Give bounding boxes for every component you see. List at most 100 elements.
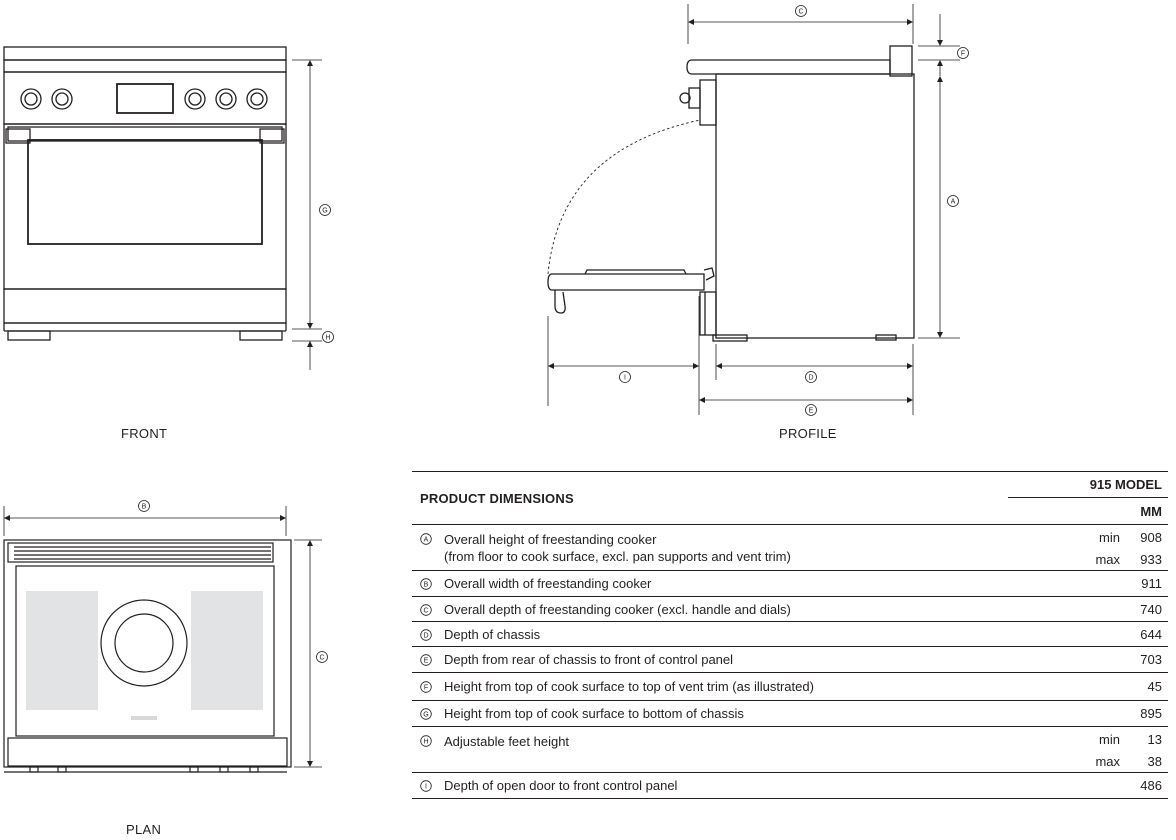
min-label: min — [1099, 732, 1120, 747]
max-value: 933 — [1140, 552, 1162, 567]
profile-view-drawing: C F A I D E — [547, 4, 969, 416]
table-row: C Overall depth of freestanding cooker (e… — [412, 597, 1168, 622]
marker-g-front: G — [319, 204, 331, 216]
marker-circle: E — [420, 654, 432, 666]
svg-text:H: H — [325, 335, 330, 342]
svg-text:A: A — [951, 199, 956, 206]
marker-circle: H — [420, 735, 432, 747]
row-description: Overall width of freestanding cooker — [444, 571, 1002, 596]
marker-letter: D — [423, 632, 428, 639]
marker-h-front: H — [322, 331, 334, 343]
row-description: Overall depth of freestanding cooker (ex… — [444, 597, 1002, 621]
marker-c-plan: C — [316, 651, 328, 663]
table-header: PRODUCT DIMENSIONS 915 MODEL MM — [412, 472, 1168, 525]
row-marker: A — [412, 528, 444, 570]
marker-letter: I — [425, 784, 427, 791]
description-text: Depth from rear of chassis to front of c… — [444, 652, 734, 667]
svg-text:I: I — [624, 375, 626, 382]
row-values: min 13 max 38 — [1002, 730, 1168, 772]
marker-letter: F — [424, 685, 428, 692]
table-body: A Overall height of freestanding cooker (f… — [412, 525, 1168, 799]
min-value-line: min 908 — [1084, 527, 1162, 549]
product-dimensions-table: PRODUCT DIMENSIONS 915 MODEL MM A Overall… — [412, 471, 1168, 799]
row-values: 895 — [1002, 701, 1168, 726]
marker-d-profile: D — [805, 371, 817, 383]
min-value-line: min 13 — [1084, 729, 1162, 751]
min-value: 13 — [1147, 732, 1162, 747]
description-text: Overall depth of freestanding cooker (ex… — [444, 601, 791, 617]
description-text: Height from top of cook surface to top o… — [444, 679, 814, 694]
dimension-value: 486 — [1140, 778, 1162, 793]
dimension-value: 911 — [1141, 576, 1162, 591]
marker-letter: C — [423, 607, 428, 614]
row-values: 740 — [1002, 597, 1168, 621]
row-description: Depth from rear of chassis to front of c… — [444, 647, 1002, 672]
max-value: 38 — [1147, 754, 1162, 769]
description-text: Overall width of freestanding cooker — [444, 576, 652, 591]
row-description: Depth of open door to front control pane… — [444, 773, 1002, 798]
row-marker: G — [412, 701, 444, 726]
model-column-header: 915 MODEL — [1008, 472, 1168, 498]
marker-c-profile: C — [795, 5, 807, 17]
row-marker: B — [412, 571, 444, 596]
row-values: min 908 max 933 — [1002, 528, 1168, 570]
max-label: max — [1095, 552, 1120, 567]
svg-text:C: C — [798, 9, 803, 16]
front-view-drawing: G H — [3, 46, 334, 370]
dimension-value: 644 — [1140, 626, 1162, 642]
row-values: 45 — [1002, 673, 1168, 700]
row-marker: C — [412, 597, 444, 621]
row-description: Height from top of cook surface to botto… — [444, 701, 1002, 726]
front-view-label: FRONT — [121, 426, 168, 441]
marker-letter: B — [424, 582, 429, 589]
description-text: Depth of open door to front control pane… — [444, 778, 678, 793]
min-label: min — [1099, 530, 1120, 545]
table-row: F Height from top of cook surface to top … — [412, 673, 1168, 701]
profile-view-label: PROFILE — [779, 426, 837, 441]
row-description: Adjustable feet height — [444, 730, 1002, 772]
svg-text:G: G — [322, 208, 327, 215]
dimension-value: 895 — [1140, 706, 1162, 721]
plan-view-label: PLAN — [126, 822, 162, 837]
svg-text:E: E — [809, 408, 814, 415]
marker-f-profile: F — [957, 47, 969, 59]
marker-letter: E — [424, 658, 429, 665]
marker-letter: G — [423, 712, 428, 719]
table-row: A Overall height of freestanding cooker (f… — [412, 525, 1168, 571]
description-note: (from floor to cook surface, excl. pan s… — [444, 549, 791, 564]
description-text: Overall height of freestanding cooker — [444, 532, 657, 547]
row-marker: F — [412, 673, 444, 700]
table-row: E Depth from rear of chassis to front of … — [412, 647, 1168, 673]
marker-circle: B — [420, 578, 432, 590]
svg-text:B: B — [142, 504, 147, 511]
row-values: 486 — [1002, 773, 1168, 798]
min-value: 908 — [1140, 530, 1162, 545]
row-values: 703 — [1002, 647, 1168, 672]
description-text: Depth of chassis — [444, 626, 541, 642]
max-value-line: max 933 — [1084, 549, 1162, 571]
row-description: Overall height of freestanding cooker (fr… — [444, 528, 1002, 570]
max-value-line: max 38 — [1084, 751, 1162, 773]
dimension-value: 740 — [1140, 601, 1162, 617]
table-title: PRODUCT DIMENSIONS — [420, 490, 574, 506]
svg-text:D: D — [808, 375, 813, 382]
row-values: 911 — [1002, 571, 1168, 596]
marker-letter: A — [424, 537, 429, 544]
marker-circle: A — [420, 533, 432, 545]
marker-i-profile: I — [619, 371, 631, 383]
row-marker: I — [412, 773, 444, 798]
table-row: G Height from top of cook surface to bott… — [412, 701, 1168, 727]
dimension-value: 703 — [1140, 652, 1162, 667]
row-values: 644 — [1002, 622, 1168, 646]
svg-text:F: F — [961, 51, 965, 58]
plan-view-drawing: B C — [3, 500, 328, 773]
table-row: H Adjustable feet height min 13 max 38 — [412, 727, 1168, 773]
table-row: D Depth of chassis 644 — [412, 622, 1168, 647]
unit-column-header: MM — [1140, 503, 1162, 519]
marker-letter: H — [423, 739, 428, 746]
row-marker: E — [412, 647, 444, 672]
max-label: max — [1095, 754, 1120, 769]
description-text: Height from top of cook surface to botto… — [444, 706, 744, 721]
marker-circle: C — [420, 603, 432, 616]
row-marker: D — [412, 622, 444, 646]
